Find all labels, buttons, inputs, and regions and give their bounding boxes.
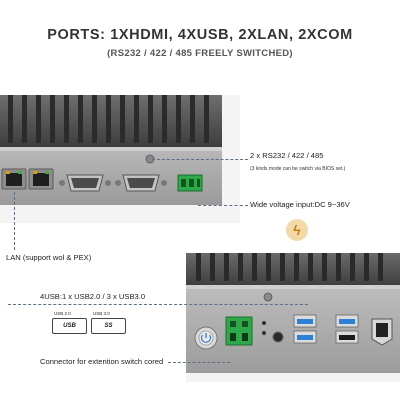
- rear-panel-photo-bottom: [186, 253, 400, 382]
- lan-callout-label: LAN (support wol & PEX): [6, 253, 92, 262]
- rear-panel-bottom-drawing: [186, 253, 400, 382]
- rear-panel-top-drawing: [0, 95, 240, 223]
- page-subtitle: (RS232 / 422 / 485 FREELY SWITCHED): [107, 48, 293, 59]
- power-callout-line: [198, 205, 248, 206]
- power-callout-label: Wide voltage input:DC 9~36V: [250, 200, 350, 209]
- usb2-logo-text: USB: [63, 323, 76, 329]
- usb2-logo-caption: USB 2.0: [54, 311, 71, 316]
- page-title: PORTS: 1XHDMI, 4XUSB, 2XLAN, 2XCOM: [47, 27, 353, 43]
- lightning-bolt-icon: ϟ: [286, 219, 308, 241]
- lan-callout-line: [14, 192, 15, 250]
- com-callout-line: [152, 159, 248, 160]
- usb3-logo-text: SS: [104, 323, 113, 329]
- usb-callout-line: [8, 304, 308, 305]
- switch-callout-line: [168, 362, 230, 363]
- rear-panel-photo-top: [0, 95, 240, 223]
- com-callout-label: 2 x RS232 / 422 / 485: [250, 151, 324, 160]
- switch-callout-label: Connector for extention switch cored: [40, 357, 164, 366]
- com-callout-note: (3 kinds mode can be switch via BIOS set…: [250, 166, 346, 172]
- usb-callout-label: 4USB:1 x USB2.0 / 3 x USB3.0: [40, 292, 146, 301]
- usb2-logo-icon: USB: [52, 318, 87, 334]
- usb3-logo-caption: USB 3.0: [93, 311, 110, 316]
- usb3-logo-icon: SS: [91, 318, 126, 334]
